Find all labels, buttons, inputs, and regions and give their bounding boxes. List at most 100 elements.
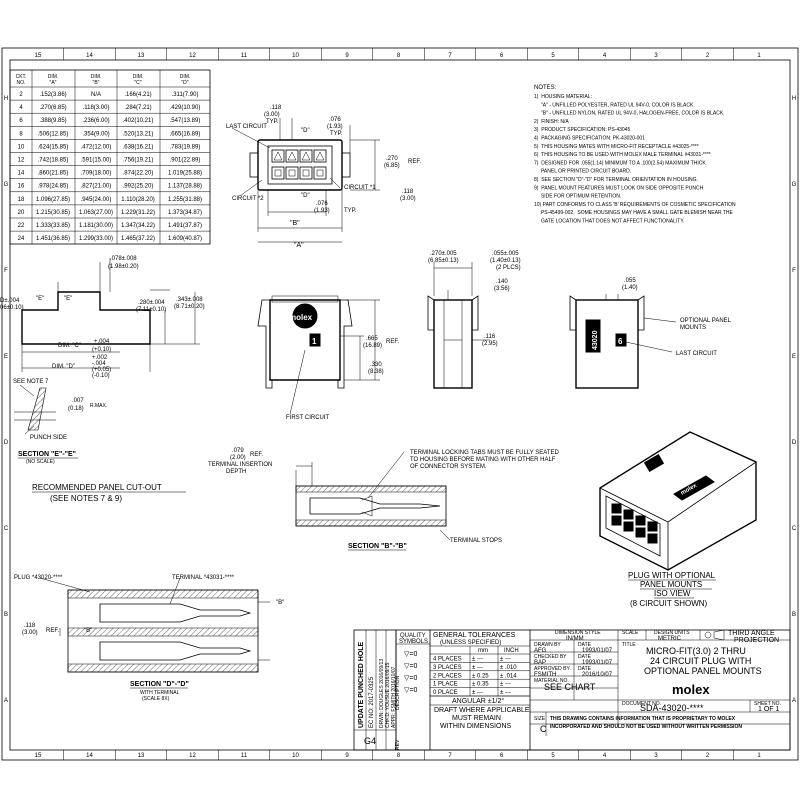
- ckt-header-2: DIM."B": [91, 74, 102, 86]
- tol-inch-1: ± .010: [500, 665, 517, 671]
- tol-places-0: 4 PLACES: [433, 657, 462, 663]
- dim-style: IN/MM: [566, 636, 584, 642]
- back-dim-055: .055: [624, 278, 636, 284]
- material-label: MATERIAL NO.: [534, 678, 569, 684]
- dd-dim-118: .118: [24, 623, 36, 629]
- section-b-b: .079 (2.00) REF. TERMINAL INSERTION DEPT…: [208, 448, 559, 551]
- tol-inch-3: ± ---: [500, 682, 511, 688]
- projection-1: THIRD ANGLE: [728, 630, 775, 637]
- tol-inch-2: ± .014: [500, 673, 517, 679]
- zone-top-12: 12: [189, 53, 196, 59]
- ckt-cell-r11-c1: 1.451(36.85): [36, 236, 70, 242]
- dd-dim-118-mm: (3.00): [22, 630, 38, 636]
- tol-mm: mm: [478, 648, 488, 654]
- tol-places-1: 3 PLACES: [433, 665, 462, 671]
- zone-bottom-11: 11: [241, 753, 248, 759]
- tol-places-4: 0 PLACE: [433, 690, 458, 696]
- zone-bottom-4: 4: [603, 753, 607, 759]
- side-dim-055: .055±.005: [492, 251, 519, 257]
- quality-symbol-3: ▽=0: [404, 687, 417, 694]
- dim-076-mm: (1.93): [327, 124, 343, 130]
- tol-inch-0: ± ---: [500, 657, 511, 663]
- ckt-cell-r10-c2: 1.181(30.00): [79, 223, 113, 229]
- zone-right-G: G: [792, 182, 797, 188]
- plug-part-label: PLUG *43020-****: [14, 575, 63, 581]
- bb-dim-079: .079: [232, 448, 244, 454]
- panel-cutout-view: .078±.008 (1.98±0.20) D±.004 06±0.10) "E…: [0, 256, 205, 379]
- quality-label: QUALITY: [400, 633, 426, 639]
- ckt-cell-r9-c4: 1.373(34.87): [168, 210, 202, 216]
- note-line-8: 7) DESIGNED FOR .055(1.14) MINIMUM TO A …: [534, 160, 706, 166]
- ckt-cell-r8-c3: 1.110(28.20): [121, 197, 155, 203]
- dd-ref: REF.: [46, 628, 59, 634]
- ckt-cell-r6-c4: 1.019(25.88): [168, 171, 202, 177]
- top-view-housing-face: .118 (3.00) TYP. LAST CIRCUIT "D" .076 (…: [226, 105, 421, 249]
- zone-top-10: 10: [292, 53, 299, 59]
- zone-bottom-10: 10: [292, 753, 299, 759]
- ckt-cell-r10-c3: 1.347(34.22): [121, 223, 155, 229]
- circuit-1-label: CIRCUIT *1: [344, 185, 376, 191]
- drawn-date: 1993/01/07: [582, 648, 613, 654]
- label-d-top: "D": [301, 128, 310, 134]
- ckt-cell-r0-c2: N/A: [91, 92, 101, 98]
- sheet-label: SHEET NO.: [754, 701, 781, 707]
- ckt-cell-r2-c0: 6: [19, 118, 23, 124]
- ckt-cell-r1-c3: .284(7.21): [124, 105, 151, 111]
- scale-label: SCALE: [622, 630, 639, 636]
- zone-left-F: F: [4, 268, 8, 274]
- label-b: "B": [290, 220, 300, 227]
- zone-top-8: 8: [397, 53, 401, 59]
- notes-block: NOTES: 1) HOUSING MATERIAL: "A" - UNFILL…: [534, 85, 736, 225]
- locking-note-1: TERMINAL LOCKING TABS MUST BE FULLY SEAT…: [410, 450, 559, 456]
- section-e-e: SEE NOTE 7 .007 (0.18) R.MAX. PUNCH SIDE…: [13, 379, 186, 503]
- cutout-subtitle: (SEE NOTES 7 & 9): [50, 494, 122, 503]
- tol-mm-3: ± 0.35: [472, 682, 489, 688]
- dim-118-right: .118: [402, 189, 414, 195]
- dim-078-mm: (1.98±0.20): [108, 264, 139, 270]
- side-plcs: (2 PLCS): [496, 265, 521, 271]
- section-d-d: PLUG *43020-**** TERMINAL *43031-**** .1…: [14, 575, 284, 702]
- dim-078: .078±.008: [110, 256, 137, 262]
- dim-343: .343±.008: [176, 297, 203, 303]
- dim-118-right-mm: (3.00): [400, 196, 416, 202]
- note-line-4: 3) PRODUCT SPECIFICATION: PS-43045: [534, 127, 630, 133]
- dim-270: .270: [386, 156, 398, 162]
- iso-title-2: PANEL MOUNTS: [640, 580, 702, 589]
- ckt-cell-r6-c0: 14: [18, 171, 25, 177]
- quality-symbol-0: ▽=0: [404, 651, 417, 658]
- dd-label-b-left: "B": [84, 628, 92, 634]
- label-d-bottom: "D": [301, 193, 310, 199]
- ckt-cell-r9-c2: 1.063(27.00): [79, 210, 113, 216]
- ckt-cell-r9-c0: 20: [18, 210, 25, 216]
- zone-bottom-8: 8: [397, 753, 401, 759]
- zone-top-4: 4: [603, 53, 607, 59]
- zone-top-13: 13: [138, 53, 145, 59]
- zone-left-A: A: [4, 698, 8, 704]
- note-line-15: GATE LOCATION THAT DOES NOT AFFECT FUNCT…: [534, 219, 684, 225]
- side-dim-140-mm: (3.56): [494, 286, 510, 292]
- zone-top-5: 5: [551, 53, 555, 59]
- ckt-cell-r1-c1: .270(6.85): [39, 105, 66, 111]
- rev-chkd: CHK'D: YOUSUE 2016/09/15: [385, 662, 391, 728]
- dim-076: .076: [329, 117, 341, 123]
- proprietary-2: INCORPORATED AND SHOULD NOT BE USED WITH…: [550, 724, 742, 730]
- zone-top-11: 11: [241, 53, 248, 59]
- back-view: 43020 6 .055 (1.40) OPTIONAL PANEL MOUNT…: [569, 278, 732, 389]
- ckt-cell-r5-c2: .591(15.00): [81, 158, 112, 164]
- iso-title-4: (8 CIRCUIT SHOWN): [630, 599, 708, 608]
- dim-left: D±.004: [0, 298, 20, 304]
- ckt-cell-r6-c1: .860(21.85): [38, 171, 69, 177]
- zone-left-G: G: [4, 182, 9, 188]
- zone-bottom-12: 12: [189, 753, 196, 759]
- side-dim-270-mm: (6.85±0.13): [428, 258, 459, 264]
- rmax-label: R.MAX.: [90, 403, 107, 409]
- zone-bottom-3: 3: [654, 753, 658, 759]
- ckt-header-3: DIM."C": [133, 74, 144, 86]
- ckt-cell-r1-c2: .118(3.00): [83, 105, 110, 111]
- note-line-10: 8) SEE SECTION "D"-"D" FOR TERMINAL ORIE…: [534, 177, 698, 183]
- ref-665: REF.: [386, 339, 399, 345]
- revision-block: UPDATE PUNCHED HOLE EC NO: 2017-0325 DRW…: [353, 629, 401, 751]
- note-line-11: 9) PANEL MOUNT FEATURES MUST LOOK ON SID…: [534, 185, 704, 191]
